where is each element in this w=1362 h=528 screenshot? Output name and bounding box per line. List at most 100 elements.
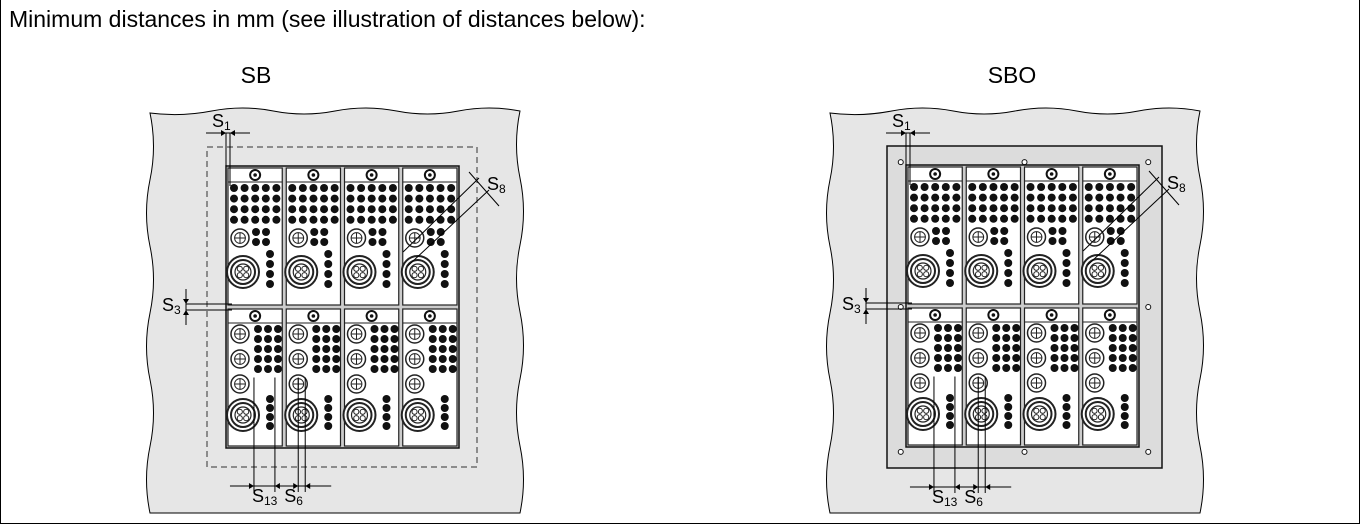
wire-dot [1004, 279, 1013, 287]
wire-dot [1127, 183, 1136, 191]
wire-dot [992, 334, 1001, 342]
cable-conductor [236, 415, 243, 422]
cable-conductor [411, 408, 418, 415]
wire-dot [934, 334, 942, 342]
wire-dot [322, 335, 331, 343]
wire-dot [240, 184, 249, 192]
wire-dot [954, 324, 962, 332]
cable-conductor [981, 407, 988, 414]
wire-dot [968, 183, 977, 191]
wire-dot [436, 205, 445, 214]
wire-dot [1128, 354, 1137, 362]
module-screw-center [253, 173, 257, 177]
wire-dot [992, 324, 1001, 332]
wire-dot [1004, 394, 1013, 402]
cable-conductor [236, 408, 243, 415]
cable-conductor [353, 415, 360, 422]
wire-dot [447, 184, 456, 192]
wire-dot [367, 215, 376, 224]
wire-dot [1004, 249, 1013, 257]
cable-conductor [236, 272, 243, 279]
wire-dot [320, 215, 329, 224]
wire-dot [261, 184, 270, 192]
module-screw-center [1049, 172, 1054, 176]
module-screw-center [369, 173, 374, 177]
wire-dot [1060, 354, 1069, 362]
s13-label: S13 [932, 487, 958, 509]
wire-dot [262, 238, 270, 246]
cable-conductor [243, 415, 250, 422]
wire-dot [370, 325, 379, 333]
wire-dot [1010, 193, 1019, 202]
wire-dot [1108, 334, 1117, 342]
module-screw-center [1049, 313, 1054, 317]
module-screw-center [253, 314, 257, 318]
module-screw-center [428, 314, 432, 318]
wire-dot [388, 215, 397, 224]
wire-dot [1095, 193, 1104, 202]
wire-dot [1070, 354, 1079, 362]
wire-dot [448, 355, 457, 363]
sbo-label: SBO [987, 62, 1037, 88]
wire-dot [1106, 227, 1115, 235]
cable-conductor [1033, 264, 1040, 271]
wire-dot [264, 325, 272, 333]
intro-text: Minimum distances in mm (see illustratio… [9, 6, 646, 32]
wire-dot [346, 184, 355, 192]
wire-dot [1116, 204, 1125, 213]
wire-dot [1047, 193, 1056, 202]
wire-dot [1002, 354, 1011, 362]
wire-dot [368, 238, 377, 246]
wire-dot [425, 205, 434, 214]
wire-dot [1050, 324, 1059, 332]
wire-dot [1070, 364, 1079, 372]
wire-dot [266, 404, 274, 412]
dimension-arrow [901, 130, 906, 136]
wire-dot [440, 280, 449, 288]
wire-dot [274, 335, 282, 343]
wire-dot [1048, 237, 1057, 245]
wire-dot [332, 345, 341, 353]
wire-dot [415, 205, 424, 214]
wire-dot [1108, 344, 1117, 352]
wire-dot [357, 194, 366, 203]
wire-dot [978, 183, 987, 191]
wire-dot [1058, 183, 1067, 191]
cable-conductor [1091, 264, 1098, 271]
wire-dot [312, 355, 321, 363]
wire-dot [261, 215, 270, 224]
cable-conductor [417, 265, 425, 272]
cable-conductor [301, 272, 308, 279]
wire-dot [426, 238, 435, 246]
wire-dot [1062, 412, 1071, 420]
cable-conductor [1097, 271, 1105, 278]
wire-dot [978, 204, 987, 213]
wire-dot [989, 214, 998, 223]
wire-dot [1058, 227, 1067, 235]
wire-dot [1118, 344, 1127, 352]
s6-label: S6 [284, 486, 303, 508]
wire-dot [1120, 421, 1129, 429]
wire-dot [264, 345, 272, 353]
wire-dot [378, 228, 387, 236]
wire-dot [934, 364, 942, 372]
wire-dot [1060, 344, 1069, 352]
wire-dot [378, 238, 387, 246]
dimension-line [1082, 176, 1160, 252]
wire-dot [438, 355, 447, 363]
cable-conductor [981, 271, 988, 278]
wire-dot [934, 344, 942, 352]
cable-conductor [923, 264, 930, 271]
dimension-arrow [248, 483, 254, 489]
module-screw-center [933, 172, 937, 176]
wire-dot [440, 413, 449, 421]
wire-dot [438, 325, 447, 333]
wire-dot [330, 194, 339, 203]
wire-dot [404, 184, 413, 192]
dimension-arrow [985, 484, 991, 490]
wire-dot [1010, 204, 1019, 213]
wire-dot [1050, 364, 1059, 372]
wire-dot [1004, 403, 1013, 411]
cable-conductor [981, 264, 988, 271]
